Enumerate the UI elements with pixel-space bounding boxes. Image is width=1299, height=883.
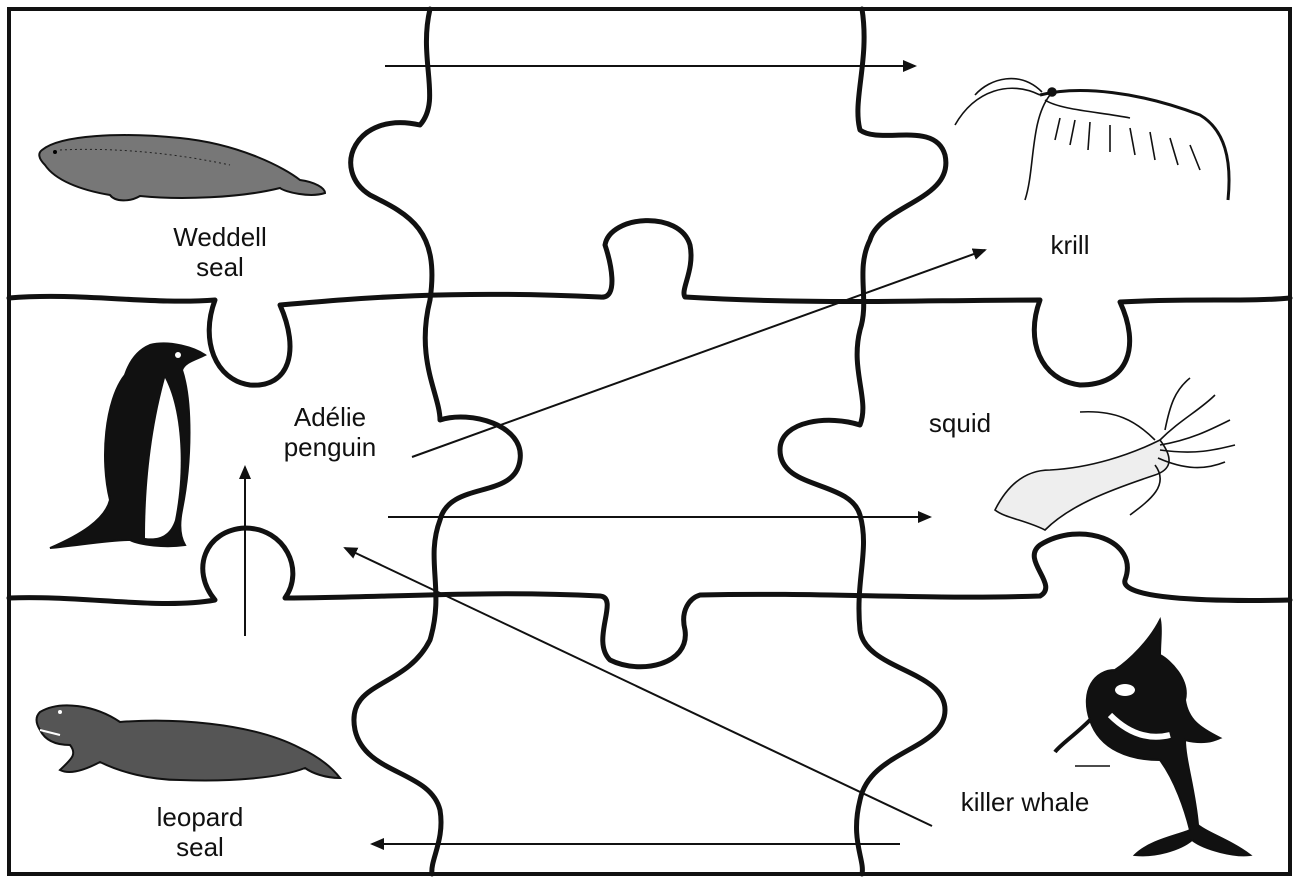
weddell-seal-drawing <box>38 134 327 202</box>
killer-whale-drawing <box>1053 616 1253 857</box>
food-web-arrows <box>239 60 987 850</box>
label-squid: squid <box>928 408 992 438</box>
leopard-seal-drawing <box>35 704 343 782</box>
puzzle-border <box>7 7 1292 876</box>
puzzle-seams <box>6 6 1293 877</box>
squid-drawing <box>993 377 1236 531</box>
label-krill: krill <box>1050 230 1090 260</box>
label-leopard-seal: leopard seal <box>156 802 244 862</box>
arrow-whale-to-penguin <box>343 547 933 827</box>
label-adelie-penguin: Adélie penguin <box>283 402 377 462</box>
label-killer-whale: killer whale <box>960 787 1090 817</box>
krill-drawing <box>954 77 1231 201</box>
label-weddell-seal: Weddell seal <box>173 222 267 282</box>
adelie-penguin-drawing <box>49 342 207 549</box>
arrow-penguin-to-krill <box>411 248 987 458</box>
